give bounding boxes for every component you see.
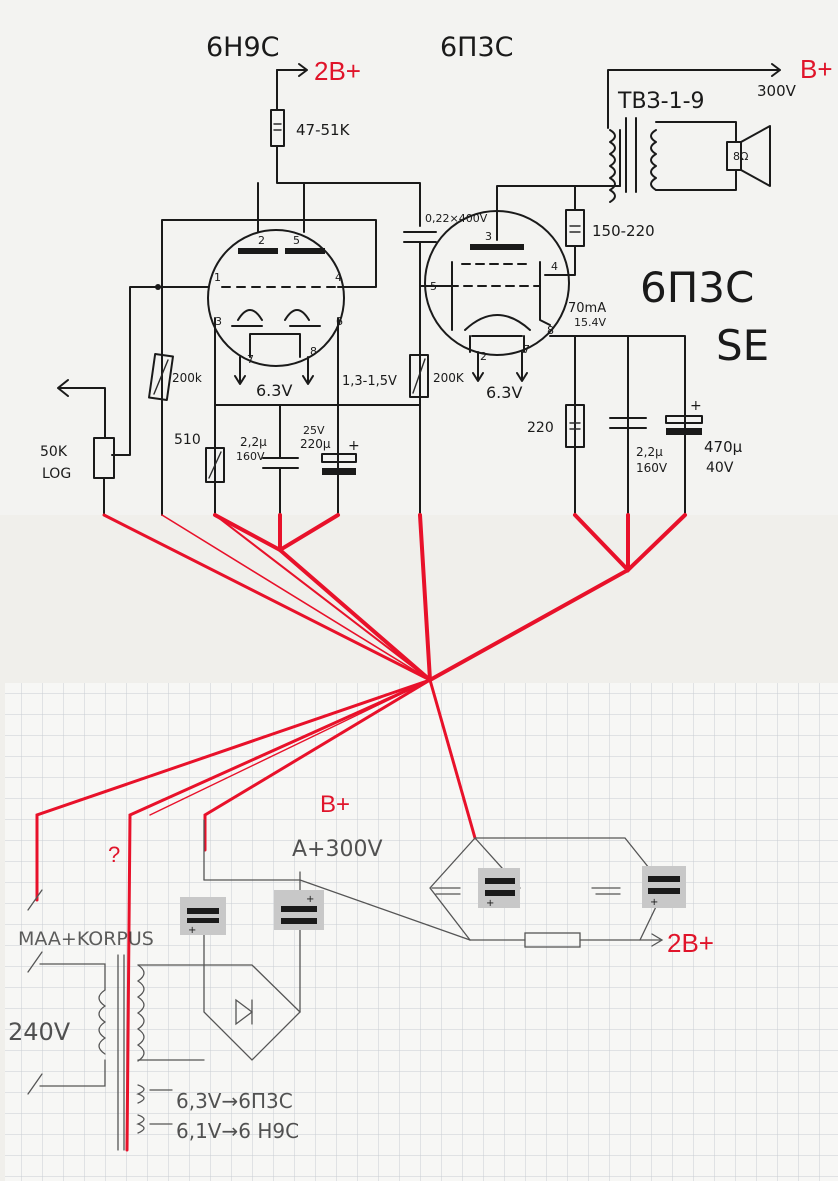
- transformer-label: ТВЗ-1-9: [617, 89, 705, 114]
- t2-pin-4: 4: [551, 260, 558, 273]
- pot-value: 50K: [40, 444, 68, 460]
- svg-text:+: +: [690, 398, 702, 414]
- lower-schematic: B+ ? A+300V MAA+KORPUS 240V 6,3V→6П3С 6,…: [8, 791, 714, 1151]
- heater2-winding-label: 6,1V→6 Н9С: [176, 1119, 299, 1143]
- se-label: SE: [716, 321, 769, 370]
- c3-voltage: 160V: [636, 461, 668, 475]
- r220-label: 220: [527, 420, 554, 436]
- heater1-winding-label: 6,3V→6П3С: [176, 1089, 293, 1113]
- t1-pin-7: 7: [247, 353, 254, 366]
- t1-pin-2: 2: [258, 234, 265, 247]
- v240-label: 240V: [8, 1018, 71, 1046]
- cath-v-label: 1,3-1,5V: [342, 374, 397, 389]
- a300-label: A+300V: [292, 837, 383, 862]
- heater2-label: 6.3V: [486, 383, 522, 402]
- pot-log: LOG: [42, 466, 71, 482]
- maa-korpus-label: MAA+KORPUS: [18, 928, 154, 950]
- b2-plus-label: 2B+: [314, 56, 361, 86]
- c3-value: 2,2μ: [636, 445, 663, 459]
- svg-text:+: +: [348, 438, 360, 454]
- t2-pin-3: 3: [485, 230, 492, 243]
- c4-value: 470μ: [704, 438, 743, 456]
- c2-voltage: 25V: [303, 424, 325, 437]
- heater1-label: 6.3V: [256, 381, 292, 400]
- t1-pin-3: 3: [215, 315, 222, 328]
- t1-pin-4: 4: [335, 271, 342, 284]
- svg-text:+: +: [650, 897, 658, 908]
- svg-text:+: +: [188, 925, 196, 936]
- svg-text:+: +: [486, 898, 494, 909]
- c1-voltage: 160V: [236, 450, 265, 463]
- tube1-name: 6Н9С: [206, 32, 280, 63]
- r-grid1-label: 200k: [172, 371, 202, 385]
- tube2-name: 6П3С: [440, 32, 514, 63]
- t2-pin-2: 2: [480, 350, 487, 363]
- bplus-label-lower: B+: [320, 791, 350, 818]
- ground-wires: [35, 513, 687, 1152]
- t1-pin-6: 6: [336, 315, 343, 328]
- t2-pin-8: 8: [547, 324, 554, 337]
- svg-text:+: +: [306, 894, 314, 905]
- t1-pin-8: 8: [310, 345, 317, 358]
- t2-pin-7: 7: [523, 343, 530, 356]
- r-anode-label: 47-51K: [296, 121, 351, 139]
- r-screen-label: 150-220: [592, 222, 655, 240]
- t1-pin-1: 1: [214, 271, 221, 284]
- c1-value: 2,2μ: [240, 435, 267, 449]
- r510-label: 510: [174, 432, 201, 448]
- v300-label: 300V: [757, 82, 797, 100]
- bplus-label-top: B+: [800, 54, 833, 84]
- v154-label: 15.4V: [574, 316, 606, 329]
- question-mark: ?: [108, 842, 120, 867]
- c4-voltage: 40V: [706, 460, 734, 476]
- r-grid2-label: 200K: [433, 371, 465, 385]
- ma-label: 70mA: [568, 301, 606, 316]
- t1-pin-5: 5: [293, 234, 300, 247]
- upper-schematic: 6Н9С 6П3С 2B+ B+ 300V ТВЗ-1-9 8Ω 47-51K …: [40, 32, 833, 516]
- big-title: 6П3С: [640, 263, 754, 312]
- b2-plus-lower: 2B+: [667, 928, 714, 958]
- c2-value: 220μ: [300, 437, 331, 451]
